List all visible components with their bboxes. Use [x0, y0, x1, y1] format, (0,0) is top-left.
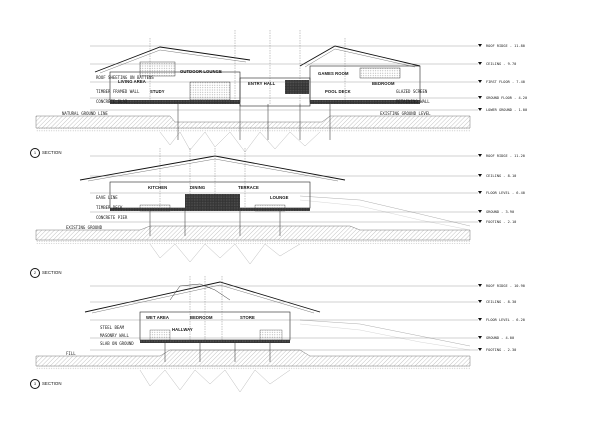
section-2-drawing [35, 148, 482, 265]
room-label: WET AREA [146, 315, 169, 320]
room-label: BEDROOM [190, 315, 213, 320]
level-label: LOWER GROUND - 1.00 [486, 108, 528, 112]
annotation-note: STEEL BEAM [100, 325, 125, 330]
room-label: LOUNGE [270, 195, 289, 200]
annotation-note: ROOF SHEETING ON BATTENS [96, 75, 154, 80]
level-label: FLOOR LEVEL - 6.40 [486, 191, 525, 195]
section-2-title: SECTION [42, 270, 62, 275]
section-1-bubble: 1 [30, 148, 40, 158]
level-label: GROUND - 4.00 [486, 336, 515, 340]
level-label: GROUND FLOOR - 4.20 [486, 96, 528, 100]
annotation-note: CONCRETE SLAB [96, 99, 128, 104]
level-label: GROUND - 3.90 [486, 210, 515, 214]
annotation-note: EXISTING GROUND LEVEL [380, 111, 431, 116]
level-label: FLOOR LEVEL - 6.20 [486, 318, 525, 322]
level-label: CEILING - 8.30 [486, 300, 517, 304]
room-label: POOL DECK [325, 89, 351, 94]
level-label: CEILING - 8.10 [486, 174, 517, 178]
level-label: ROOF RIDGE - 10.90 [486, 284, 525, 288]
level-label: FIRST FLOOR - 7.40 [486, 80, 525, 84]
level-label: ROOF RIDGE - 11.20 [486, 154, 525, 158]
annotation-note: RETAINING WALL [396, 99, 430, 104]
room-label: KITCHEN [148, 185, 168, 190]
room-label: TERRACE [238, 185, 259, 190]
room-label: BEDROOM [372, 81, 395, 86]
annotation-note: GLAZED SCREEN [396, 89, 428, 94]
room-label: STORE [240, 315, 255, 320]
annotation-note: EAVE LINE [96, 195, 118, 200]
section-2-bubble: 2 [30, 268, 40, 278]
annotation-note: MASONRY WALL [100, 333, 129, 338]
room-label: HALLWAY [172, 327, 193, 332]
level-label: FOOTING - 2.30 [486, 348, 517, 352]
section-1-drawing [35, 30, 482, 153]
annotation-note: TIMBER FRAMED WALL [96, 89, 140, 94]
annotation-note: TIMBER DECK [96, 205, 123, 210]
room-label: LIVING AREA [118, 79, 146, 84]
section-3-title: SECTION [42, 381, 62, 386]
annotation-note: SLAB ON GROUND [100, 341, 134, 346]
annotation-note: NATURAL GROUND LINE [62, 111, 108, 116]
level-label: CEILING - 9.70 [486, 62, 517, 66]
annotation-note: FILL [66, 351, 76, 356]
level-label: FOOTING - 2.10 [486, 220, 517, 224]
annotation-note: EXISTING GROUND [66, 225, 103, 230]
room-label: ENTRY HALL [248, 81, 276, 86]
room-label: DINING [190, 185, 206, 190]
section-3-drawing [35, 276, 482, 393]
section-1-title: SECTION [42, 150, 62, 155]
room-label: STUDY [150, 89, 165, 94]
room-label: OUTDOOR LOUNGE [180, 69, 222, 74]
level-label: ROOF RIDGE - 11.80 [486, 44, 525, 48]
section-3-bubble: 3 [30, 379, 40, 389]
room-label: GAMES ROOM [318, 71, 349, 76]
annotation-note: CONCRETE PIER [96, 215, 128, 220]
